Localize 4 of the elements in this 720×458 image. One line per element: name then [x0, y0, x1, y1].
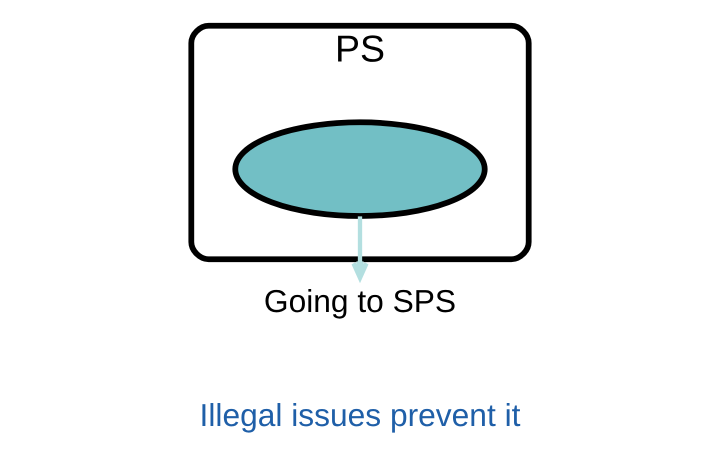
node-text: Going to SPS	[264, 283, 456, 320]
node-ellipse	[232, 119, 488, 219]
arrow	[351, 216, 369, 280]
label: Illegal issues prevent it	[200, 396, 520, 433]
